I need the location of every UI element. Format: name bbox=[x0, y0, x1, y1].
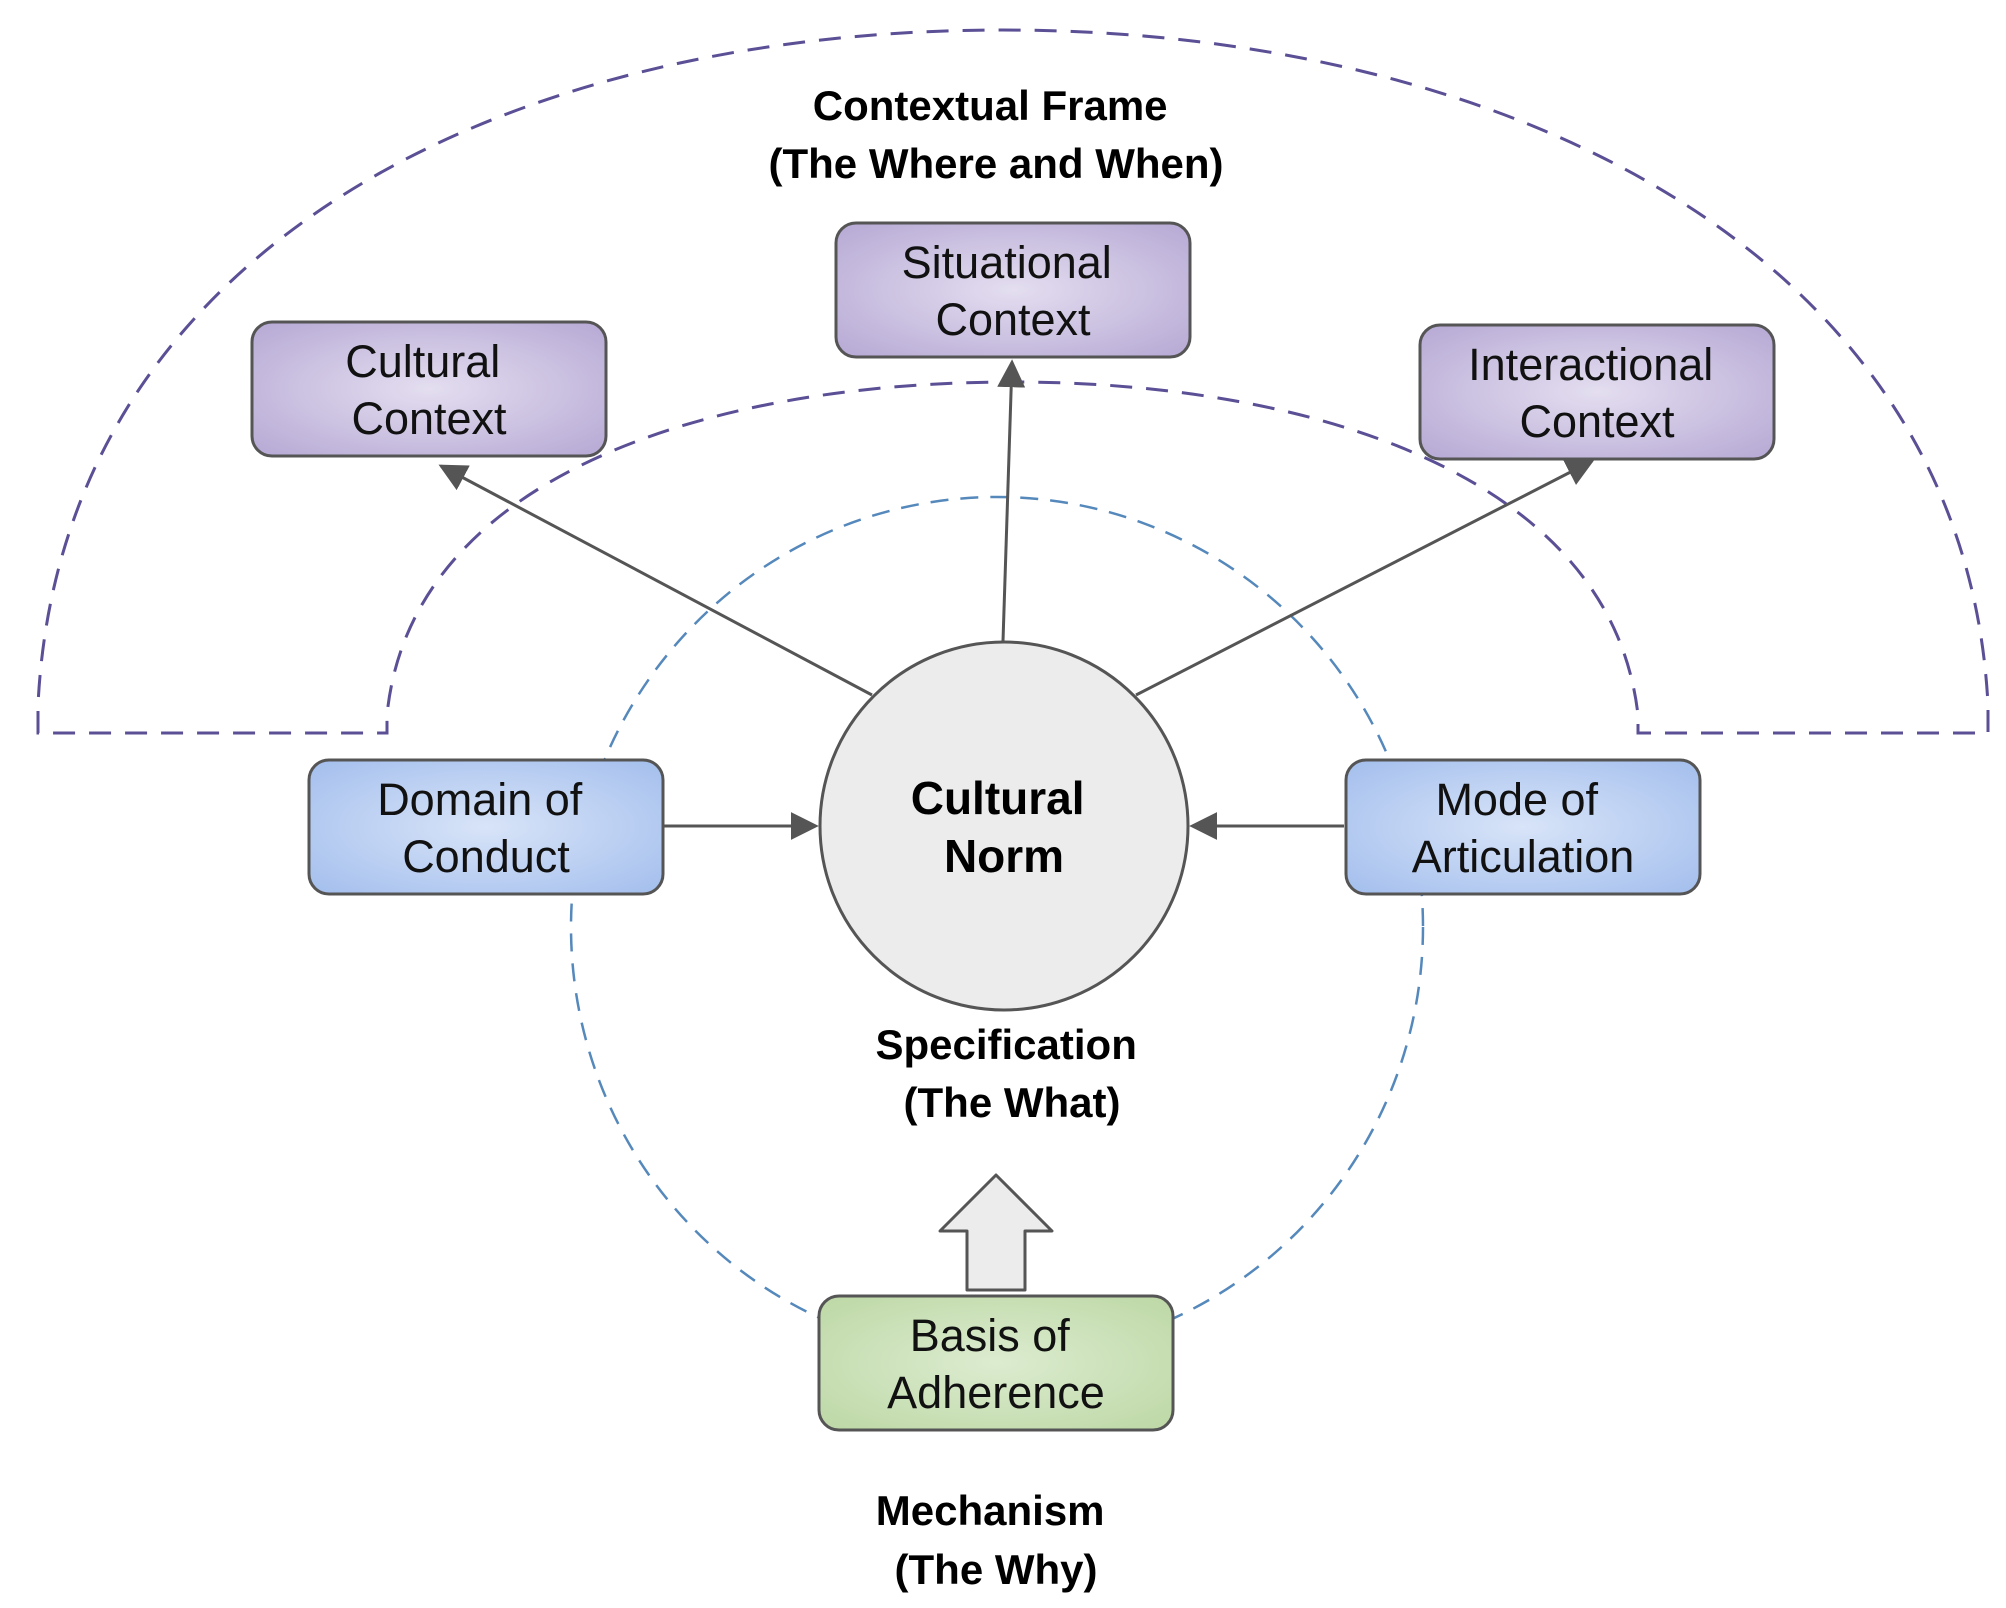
interactional-context-line2: Context bbox=[1519, 396, 1675, 447]
basis-of-adherence-line1: Basis of bbox=[910, 1310, 1071, 1361]
svg-text:Domain of Conduct: Domain of Conduct bbox=[377, 774, 595, 882]
svg-text:Interactional Context: Interactional Context bbox=[1468, 339, 1726, 447]
block-arrow-mechanism bbox=[938, 1173, 1054, 1292]
node-situational-context: Situational Context bbox=[834, 221, 1192, 359]
cultural-norm-label: Cultural Norm bbox=[911, 772, 1098, 882]
svg-text:Cultural Context: Cultural Context bbox=[345, 336, 513, 444]
node-basis-of-adherence: Basis of Adherence bbox=[817, 1294, 1175, 1432]
contextual-frame-outline bbox=[36, 28, 1990, 735]
svg-text:Situational Context: Situational Context bbox=[902, 237, 1125, 345]
arrow-norm-to-situational-context bbox=[997, 359, 1026, 642]
specification-line1: Specification bbox=[875, 1021, 1136, 1068]
mode-of-articulation-line2: Articulation bbox=[1412, 831, 1635, 882]
node-mode-of-articulation: Mode of Articulation bbox=[1344, 758, 1702, 896]
svg-text:Mode of Articulation: Mode of Articulation bbox=[1412, 774, 1635, 882]
specification-label: Specification (The What) bbox=[875, 1021, 1148, 1126]
contextual-frame-line1: Contextual Frame bbox=[813, 82, 1168, 129]
domain-of-conduct-line2: Conduct bbox=[402, 831, 570, 882]
node-interactional-context: Interactional Context bbox=[1418, 323, 1776, 461]
node-cultural-context: Cultural Context bbox=[250, 320, 608, 458]
cultural-context-line1: Cultural bbox=[345, 336, 500, 387]
node-domain-of-conduct: Domain of Conduct bbox=[307, 758, 665, 896]
cultural-norm-circle bbox=[818, 640, 1190, 1012]
interactional-context-line1: Interactional bbox=[1468, 339, 1713, 390]
specification-line2: (The What) bbox=[904, 1079, 1121, 1126]
mechanism-line2: (The Why) bbox=[895, 1546, 1098, 1593]
cultural-context-line2: Context bbox=[351, 393, 507, 444]
domain-of-conduct-line1: Domain of bbox=[377, 774, 583, 825]
cultural-norm-line2: Norm bbox=[944, 830, 1064, 882]
arrow-norm-to-cultural-context bbox=[438, 464, 873, 697]
cultural-norm-line1: Cultural bbox=[911, 772, 1085, 824]
contextual-frame-line2: (The Where and When) bbox=[769, 140, 1224, 187]
situational-context-line2: Context bbox=[935, 294, 1091, 345]
mechanism-line1: Mechanism bbox=[876, 1487, 1105, 1534]
contextual-frame-label: Contextual Frame (The Where and When) bbox=[769, 82, 1224, 187]
mode-of-articulation-line1: Mode of bbox=[1435, 774, 1598, 825]
svg-text:Basis of Adherence: Basis of Adherence bbox=[887, 1310, 1105, 1418]
arrow-norm-to-interactional-context bbox=[1135, 459, 1595, 697]
situational-context-line1: Situational bbox=[902, 237, 1112, 288]
basis-of-adherence-line2: Adherence bbox=[887, 1367, 1105, 1418]
mechanism-label: Mechanism (The Why) bbox=[876, 1487, 1116, 1593]
